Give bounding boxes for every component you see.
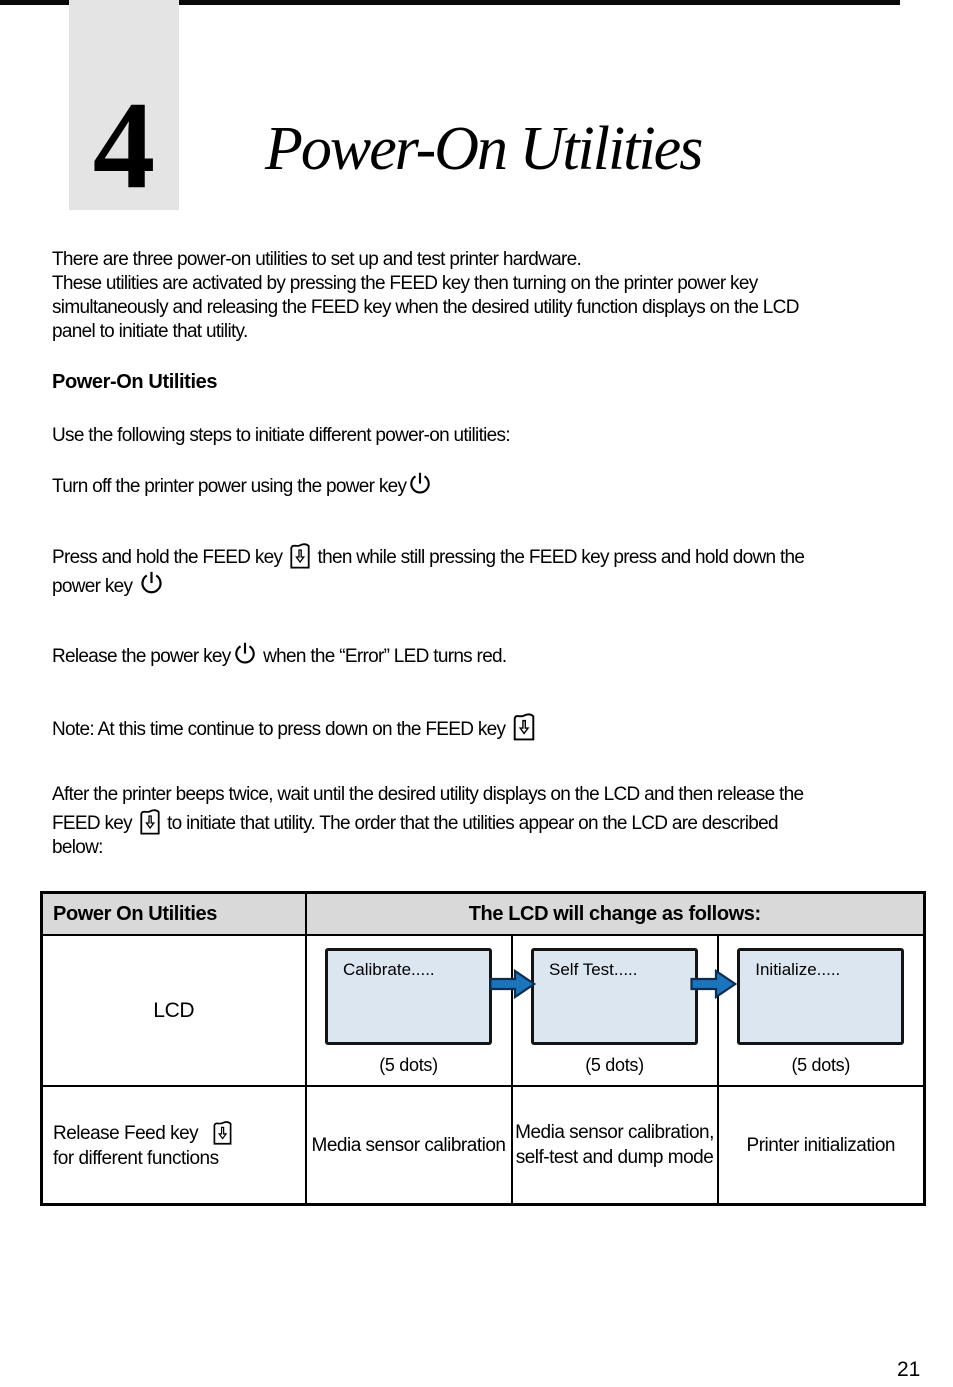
- step-press-hold-feed: Press and hold the FEED key then while s…: [52, 541, 953, 599]
- step-text: when the “Error” LED turns red.: [258, 646, 507, 667]
- power-on-utilities-table: Power On Utilities The LCD will change a…: [40, 891, 927, 1206]
- header-lcd-change: The LCD will change as follows:: [304, 891, 926, 936]
- intro-line: These utilities are activated by pressin…: [52, 273, 758, 294]
- step-text: Turn off the printer power using the pow…: [52, 476, 407, 497]
- dots-caption: (5 dots): [379, 1055, 438, 1075]
- chapter-number-box: 4: [69, 0, 179, 210]
- lcd-screen-self-test: Self Test.....: [531, 948, 698, 1045]
- feed-key-icon: [139, 809, 160, 835]
- function-media-calibration: Media sensor calibration: [304, 1085, 513, 1206]
- release-feed-row: Release Feed key for different functions…: [40, 1085, 926, 1206]
- intro-paragraph: There are three power-on utilities to se…: [52, 248, 953, 344]
- intro-line: panel to initiate that utility.: [52, 321, 248, 342]
- lcd-row: LCD Calibrate..... (5 dots) Self Test...…: [40, 934, 926, 1087]
- lcd-screen-cell: Initialize..... (5 dots): [716, 934, 926, 1087]
- arrow-right-icon: [489, 968, 536, 1000]
- table-header-row: Power On Utilities The LCD will change a…: [40, 891, 926, 936]
- release-feed-text: for different functions: [53, 1148, 219, 1169]
- dots-caption: (5 dots): [791, 1055, 851, 1075]
- paragraph-line: After the printer beeps twice, wait unti…: [52, 784, 804, 805]
- dots-caption: (5 dots): [585, 1055, 644, 1075]
- lcd-screen-cell: Self Test..... (5 dots): [510, 934, 719, 1087]
- paragraph-text: to initiate that utility. The order that…: [162, 813, 779, 834]
- steps-intro: Use the following steps to initiate diff…: [52, 425, 511, 446]
- lcd-screen-calibrate: Calibrate.....: [325, 948, 492, 1045]
- feed-key-icon: [513, 713, 535, 741]
- power-key-icon: [141, 571, 162, 594]
- header-power-on-utilities: Power On Utilities: [40, 891, 307, 936]
- lcd-screen-cell: Calibrate..... (5 dots): [304, 934, 513, 1087]
- release-feed-text: Release Feed key: [53, 1123, 199, 1144]
- after-beeps-paragraph: After the printer beeps twice, wait unti…: [52, 783, 953, 860]
- section-heading: Power-On Utilities: [52, 371, 218, 393]
- lcd-screen-initialize: Initialize.....: [737, 948, 905, 1045]
- power-key-icon: [410, 472, 431, 494]
- step-text: Release the power key: [52, 646, 231, 667]
- step-text: then while still pressing the FEED key p…: [312, 547, 805, 568]
- feed-key-icon: [290, 543, 310, 569]
- paragraph-line: below:: [52, 837, 103, 858]
- page-number: 21: [897, 1358, 921, 1381]
- function-calibration-selftest-dump: Media sensor calibration, self-test and …: [510, 1085, 719, 1206]
- note-text: Note: At this time continue to press dow…: [52, 719, 510, 740]
- note-continue-feed: Note: At this time continue to press dow…: [52, 711, 953, 742]
- power-key-icon: [234, 642, 255, 664]
- step-turn-off-power: Turn off the printer power using the pow…: [52, 471, 953, 499]
- lcd-row-label: LCD: [40, 934, 307, 1087]
- chapter-title: Power-On Utilities: [265, 115, 703, 183]
- release-feed-label-cell: Release Feed key for different functions: [40, 1085, 307, 1206]
- arrow-right-icon: [690, 968, 737, 1000]
- paragraph-text: FEED key: [52, 813, 137, 834]
- top-rule: [0, 0, 900, 5]
- step-release-power: Release the power key when the “Error” L…: [52, 641, 953, 669]
- function-printer-initialization: Printer initialization: [716, 1085, 926, 1206]
- chapter-number: 4: [92, 77, 156, 215]
- intro-line: simultaneously and releasing the FEED ke…: [52, 297, 799, 318]
- step-text: Press and hold the FEED key: [52, 547, 287, 568]
- step-text: power key: [52, 576, 137, 597]
- feed-key-icon: [213, 1121, 232, 1145]
- intro-line: There are three power-on utilities to se…: [52, 249, 582, 270]
